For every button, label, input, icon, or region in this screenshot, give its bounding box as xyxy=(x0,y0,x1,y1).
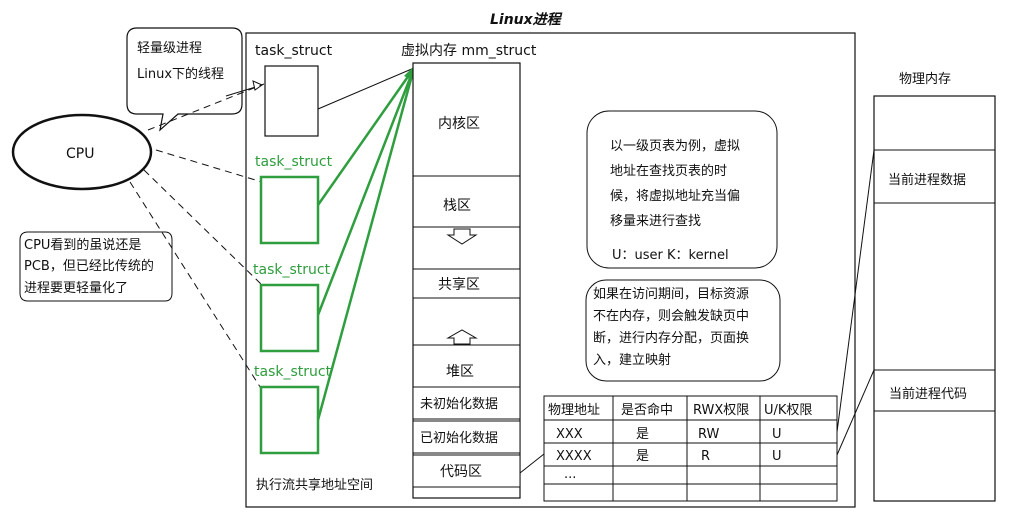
pf-note-line4: 入，建立映射 xyxy=(593,352,671,368)
pt-cell-1-3: U xyxy=(772,449,782,464)
pt-header-hit: 是否命中 xyxy=(621,402,673,418)
bubble-line2: Linux下的线程 xyxy=(137,66,224,82)
cpu-ellipse xyxy=(11,113,153,191)
phys-mem-data: 当前进程数据 xyxy=(888,172,966,188)
page-table-note-box xyxy=(586,110,778,269)
bubble-pointer-head xyxy=(252,80,264,91)
cpu-note-line1: CPU看到的虽说还是 xyxy=(24,237,141,253)
thread2-to-mm-arrow xyxy=(316,67,416,316)
pt-note-line5: U：user K：kernel xyxy=(612,248,729,263)
pt-cell-1-1: 是 xyxy=(636,449,649,464)
cpu-dash-main xyxy=(147,83,265,131)
row1-to-phys-data xyxy=(836,149,875,433)
main-to-mm-line xyxy=(317,67,415,110)
vm-init-box xyxy=(412,420,521,454)
pt-header-phys: 物理地址 xyxy=(548,403,600,418)
pf-note-line3: 断，进行内存分配，页面换 xyxy=(593,330,749,346)
pt-header-rwx: RWX权限 xyxy=(693,402,749,418)
exec-flow-label: 执行流共享地址空间 xyxy=(256,477,373,493)
vm-stack: 栈区 xyxy=(443,198,471,214)
row2-to-phys-code xyxy=(836,369,875,456)
vm-shared: 共享区 xyxy=(438,276,480,293)
cpu-dash-thread3 xyxy=(129,181,263,391)
cpu-dash-thread2 xyxy=(143,169,263,286)
pt-cell-0-1: 是 xyxy=(636,427,649,442)
phys-mem-code: 当前进程代码 xyxy=(889,386,967,402)
phys-mem-column xyxy=(873,95,996,502)
pt-note-line4: 移量来进行查找 xyxy=(610,214,701,229)
cpu-dash-thread1 xyxy=(155,149,263,183)
thread1-label: task_struct xyxy=(255,154,333,170)
vm-init: 已初始化数据 xyxy=(420,431,498,446)
thread3-box xyxy=(259,385,320,455)
vm-code: 代码区 xyxy=(440,464,482,480)
thread2-box xyxy=(259,283,320,353)
pf-note-line2: 不在内存，则会触发缺页中 xyxy=(593,308,749,324)
vm-uninit-box xyxy=(412,386,521,420)
task-struct-main-box xyxy=(264,65,319,137)
pt-header-uk: U/K权限 xyxy=(764,402,812,418)
vm-label: 虚拟内存 mm_struct xyxy=(401,43,537,59)
pt-note-line1: 以一级页表为例，虚拟 xyxy=(610,139,740,154)
pt-cell-0-2: RW xyxy=(698,427,720,442)
diagram-title: Linux进程 xyxy=(490,12,563,28)
thread1-to-mm-arrow xyxy=(316,67,416,206)
thread1-box xyxy=(259,175,320,245)
page-fault-note-box xyxy=(585,279,781,382)
phys-mem-label: 物理内存 xyxy=(899,71,951,87)
thread2-label: task_struct xyxy=(253,262,331,278)
mm-arrowhead xyxy=(404,66,414,80)
thread-callout-bubble xyxy=(126,27,243,132)
vm-shared-box xyxy=(412,268,521,299)
pf-note-line1: 如果在访问期间，目标资源 xyxy=(593,286,749,302)
pt-cell-1-0: XXXX xyxy=(556,449,592,464)
process-frame xyxy=(245,32,856,508)
cpu-note-box xyxy=(19,231,173,302)
cpu-note-line3: 进程要更轻量化了 xyxy=(24,281,128,296)
pt-cell-0-3: U xyxy=(772,427,782,442)
vm-kernel: 内核区 xyxy=(438,116,480,132)
stack-grow-down-icon xyxy=(446,228,478,245)
task-struct-main-label: task_struct xyxy=(255,43,333,59)
pt-cell-2-0: ... xyxy=(564,467,576,482)
vm-code-box xyxy=(412,454,521,488)
thread3-label: task_struct xyxy=(254,364,332,380)
heap-grow-up-icon xyxy=(446,329,478,345)
code-to-table-line xyxy=(519,453,545,474)
cpu-label: CPU xyxy=(66,146,94,162)
pt-cell-1-2: R xyxy=(701,449,710,464)
bubble-line1: 轻量级进程 xyxy=(137,41,202,56)
vm-heap: 堆区 xyxy=(446,364,474,380)
pt-note-line2: 地址在查找页表的时 xyxy=(610,163,727,179)
thread3-to-mm-arrow xyxy=(316,67,416,421)
pt-note-line3: 候，将虚拟地址充当偏 xyxy=(610,188,740,204)
vm-uninit: 未初始化数据 xyxy=(420,397,498,412)
pt-cell-0-0: XXX xyxy=(556,427,583,442)
page-table: 物理地址 是否命中 RWX权限 U/K权限 XXX 是 RW U XXXX 是 … xyxy=(543,395,838,502)
cpu-note-line2: PCB，但已经比传统的 xyxy=(24,258,154,274)
